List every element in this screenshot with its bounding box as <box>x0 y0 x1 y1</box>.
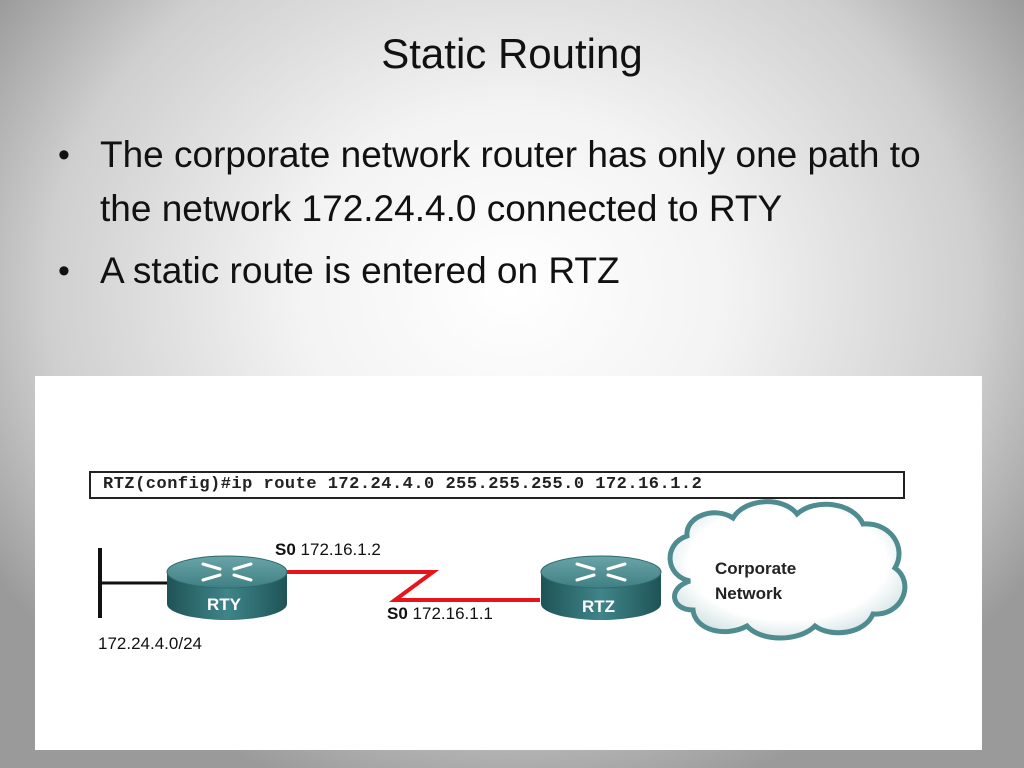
slide-title: Static Routing <box>381 30 643 77</box>
bullet-item: • The corporate network router has only … <box>58 128 958 236</box>
router-rtz-icon <box>540 555 662 620</box>
rtz-interface: S0 <box>387 604 408 623</box>
bullet-icon: • <box>58 252 70 290</box>
bullet-item: • A static route is entered on RTZ <box>58 244 958 298</box>
cloud-icon <box>667 499 908 641</box>
bullet-text: The corporate network router has only on… <box>100 134 921 229</box>
rty-name-label: RTY <box>207 595 241 614</box>
router-rty-icon <box>166 555 288 620</box>
bullet-list: • The corporate network router has only … <box>58 128 958 306</box>
serial-link <box>283 570 540 602</box>
network-diagram: RTZ(config)#ip route 172.24.4.0 255.255.… <box>35 376 982 750</box>
bullet-text: A static route is entered on RTZ <box>100 250 620 291</box>
diagram-graphics <box>98 499 908 641</box>
rty-interface-label: S0 172.16.1.2 <box>275 540 381 560</box>
cloud-label-line2: Network <box>715 584 783 603</box>
rty-ip: 172.16.1.2 <box>300 540 381 559</box>
lan-network-label: 172.24.4.0/24 <box>98 634 202 653</box>
rtz-interface-label: S0 172.16.1.1 <box>387 604 493 624</box>
rtz-ip: 172.16.1.1 <box>412 604 493 623</box>
bullet-icon: • <box>58 136 70 174</box>
cloud-label-line1: Corporate <box>715 559 797 578</box>
command-text: RTZ(config)#ip route 172.24.4.0 255.255.… <box>103 475 703 494</box>
cloud-label: Corporate Network <box>715 556 796 606</box>
rty-interface: S0 <box>275 540 296 559</box>
command-box: RTZ(config)#ip route 172.24.4.0 255.255.… <box>89 471 905 499</box>
rtz-name-label: RTZ <box>582 597 616 616</box>
